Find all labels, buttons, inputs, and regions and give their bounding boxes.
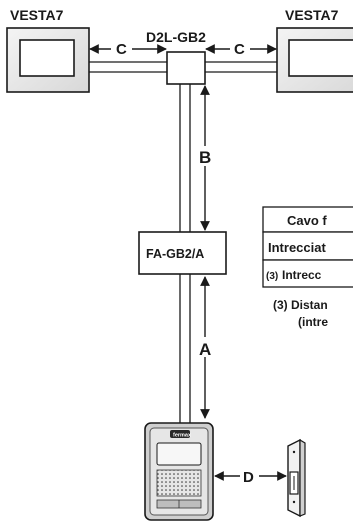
monitor-right-label: VESTA7 bbox=[285, 7, 339, 23]
monitor-left-label: VESTA7 bbox=[10, 7, 64, 23]
table-row-2: Intrecciat bbox=[268, 240, 326, 255]
wire-a bbox=[179, 274, 191, 423]
wire-b bbox=[179, 84, 191, 232]
table-row-1: Cavo f bbox=[287, 213, 327, 228]
monitor-right bbox=[276, 27, 353, 93]
entrance-panel: fermax bbox=[144, 422, 214, 521]
door-lock bbox=[287, 438, 306, 518]
power-supply-label: FA-GB2/A bbox=[146, 247, 204, 261]
note-line-2: (intre bbox=[298, 315, 328, 329]
note-line-1: (3) Distan bbox=[273, 298, 328, 312]
distance-a: A bbox=[199, 340, 211, 359]
panel-logo-badge bbox=[170, 430, 190, 438]
panel-camera-window bbox=[156, 442, 202, 466]
distributor-box bbox=[166, 51, 206, 85]
panel-logo-text: fermax bbox=[173, 433, 192, 439]
distance-c-left: C bbox=[116, 41, 127, 58]
monitor-left bbox=[6, 27, 90, 93]
wire-c-right bbox=[205, 61, 277, 73]
distance-d: D bbox=[243, 469, 254, 486]
distance-c-right: C bbox=[234, 41, 245, 58]
distributor-label: D2L-GB2 bbox=[146, 29, 206, 45]
wire-c-left bbox=[89, 61, 167, 73]
table-row-3-prefix: (3) bbox=[266, 271, 278, 282]
table-row-3: Intrecc bbox=[282, 268, 322, 282]
cable-table bbox=[262, 206, 353, 288]
distance-b: B bbox=[199, 148, 211, 167]
panel-speaker-grille bbox=[156, 469, 202, 497]
power-supply-box bbox=[138, 231, 227, 275]
